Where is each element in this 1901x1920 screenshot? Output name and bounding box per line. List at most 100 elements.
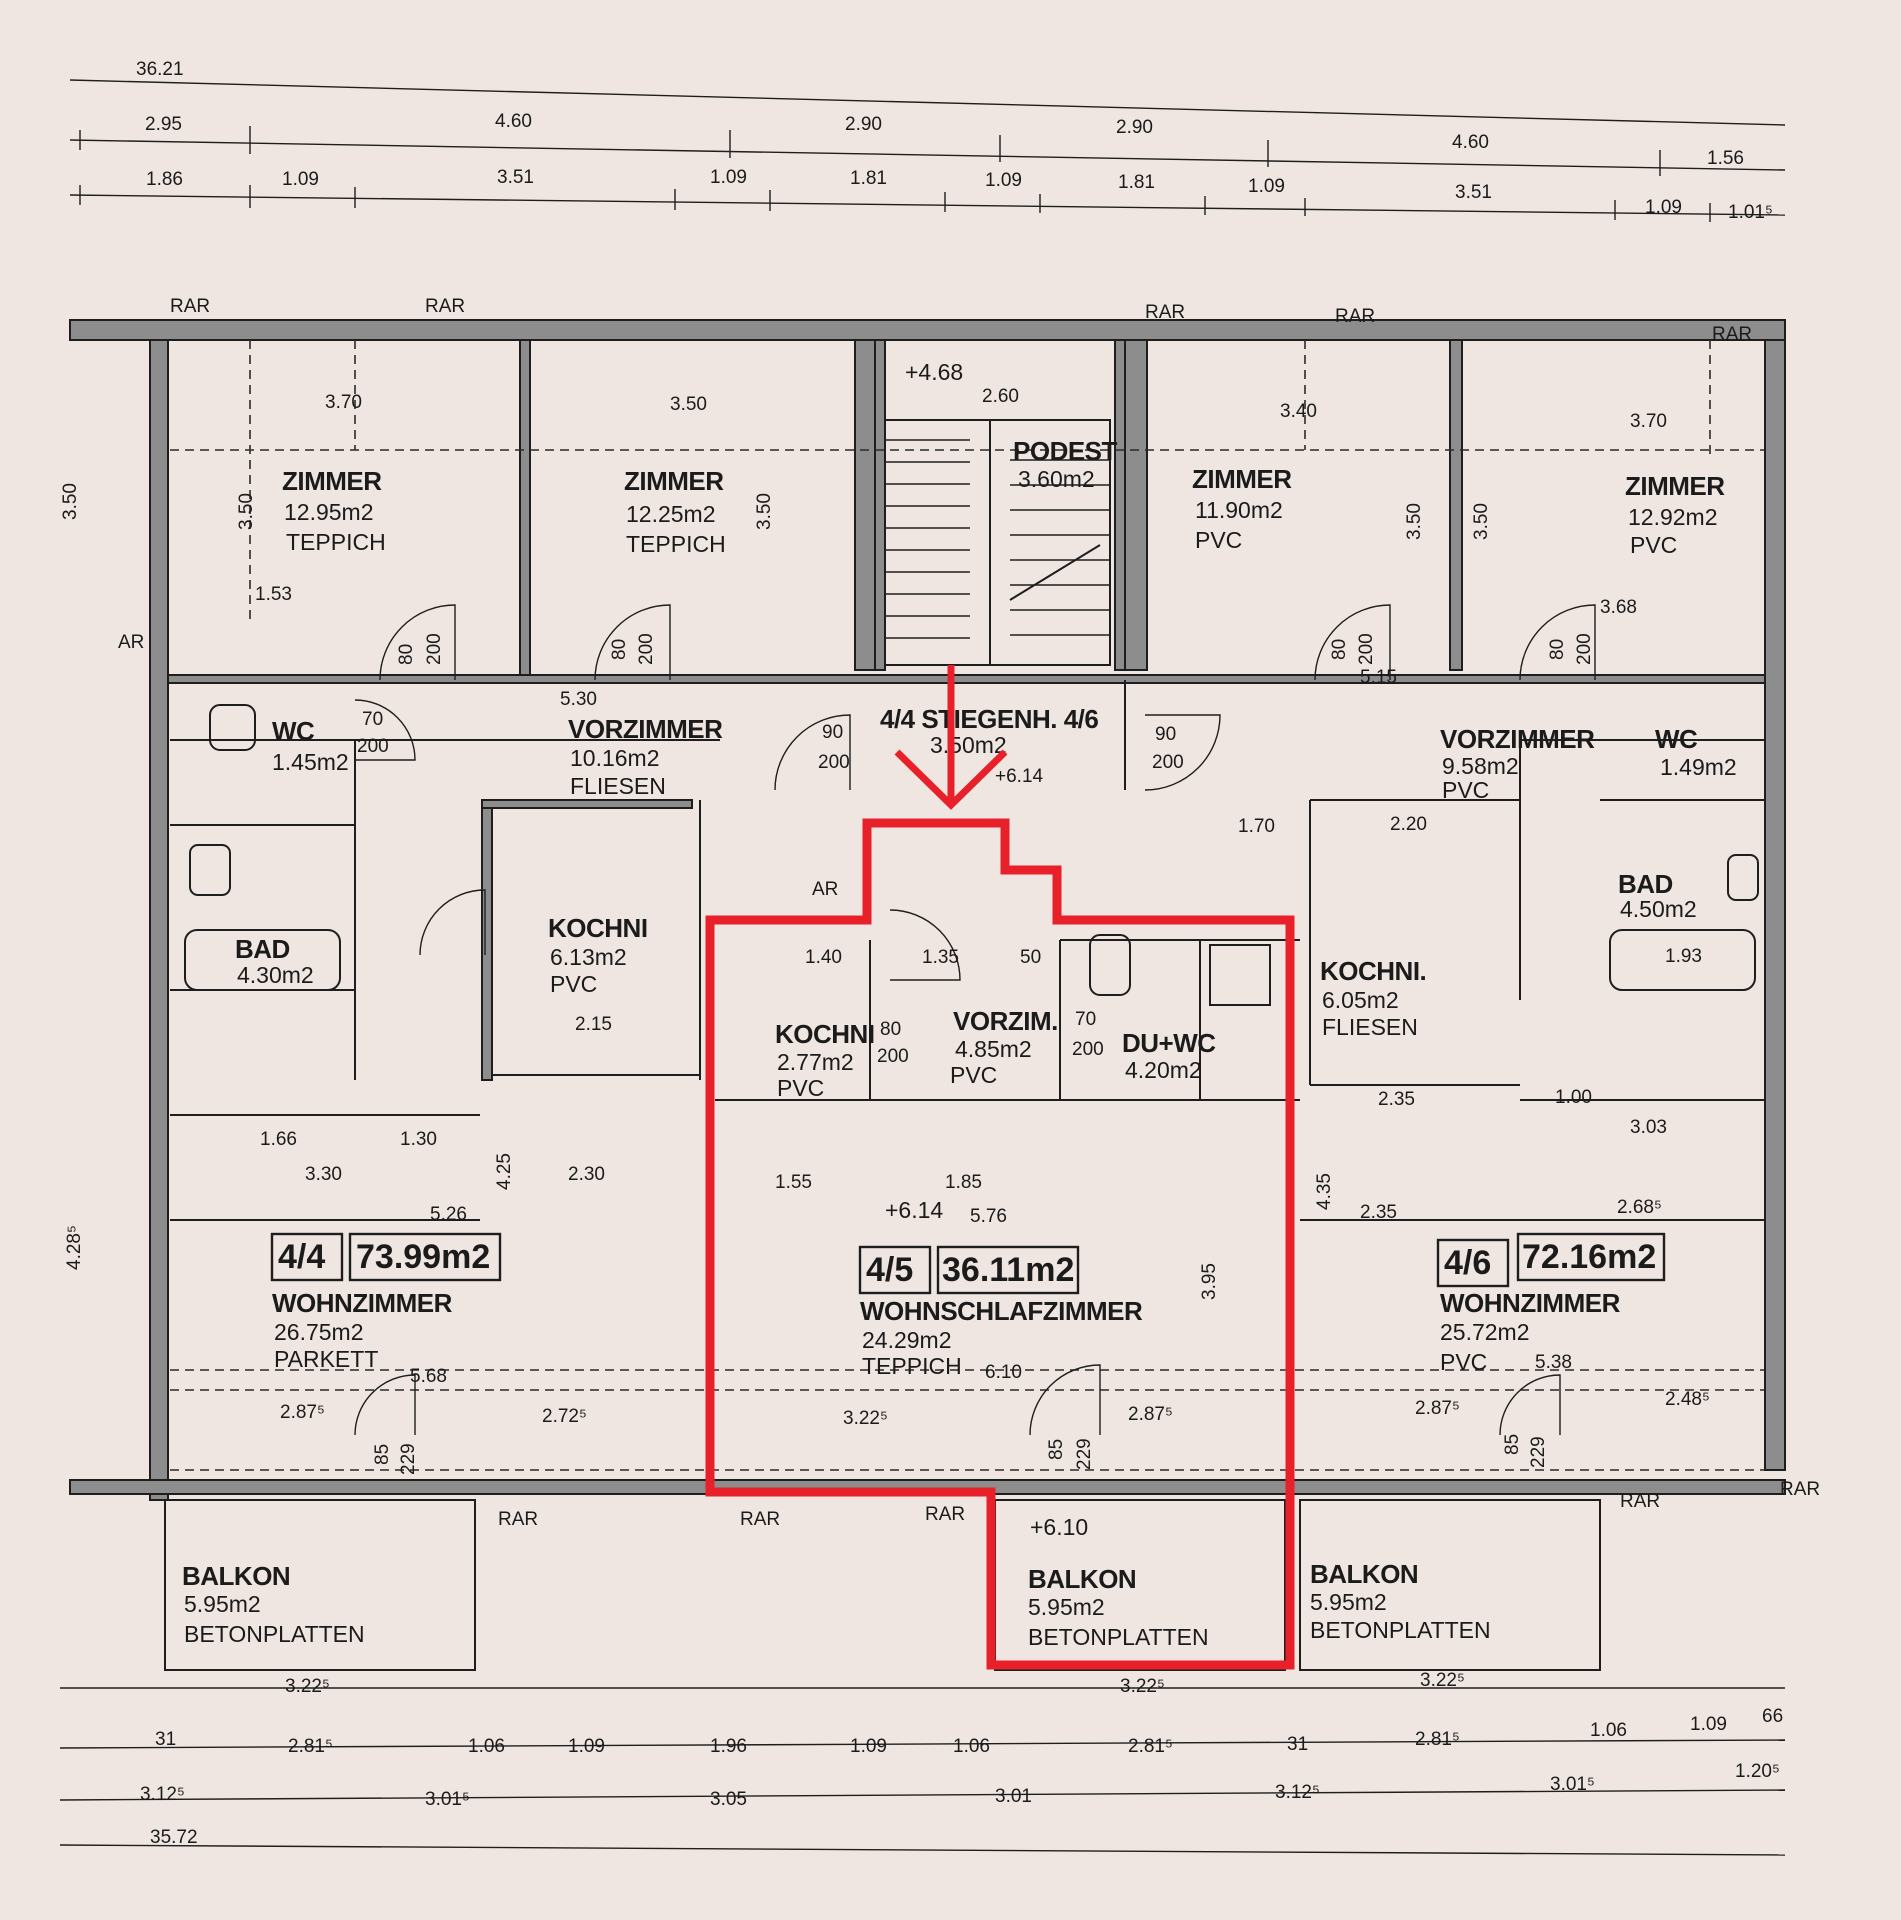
svg-text:1.53: 1.53 [255, 584, 292, 605]
svg-text:200: 200 [1356, 633, 1377, 665]
svg-text:1.85: 1.85 [945, 1172, 982, 1193]
svg-text:WC: WC [272, 716, 315, 746]
room-kochni-left: KOCHNI 6.13m2 PVC [548, 913, 648, 997]
svg-text:200: 200 [424, 633, 445, 665]
svg-text:1.09: 1.09 [850, 1736, 887, 1757]
svg-text:KOCHNI.: KOCHNI. [1320, 956, 1426, 986]
svg-text:KOCHNI: KOCHNI [775, 1019, 875, 1049]
rar-marker: RAR [1712, 324, 1752, 345]
svg-text:3.01: 3.01 [995, 1786, 1032, 1807]
svg-text:85: 85 [1502, 1434, 1523, 1455]
unit-right-total: 72.16m2 [1522, 1238, 1656, 1276]
ar-marker: AR [812, 879, 838, 900]
svg-text:ZIMMER: ZIMMER [282, 466, 382, 496]
svg-text:2.68⁵: 2.68⁵ [1617, 1197, 1662, 1218]
room-kochni-mid: KOCHNI 2.77m2 PVC [775, 1019, 875, 1101]
dim-top-row2-3: 1.09 [710, 167, 747, 188]
room-zimmer1: ZIMMER 12.95m2 TEPPICH [282, 466, 386, 555]
walls [69, 319, 1786, 1501]
svg-text:200: 200 [636, 633, 657, 665]
svg-text:200: 200 [357, 736, 389, 757]
svg-text:12.92m2: 12.92m2 [1628, 504, 1718, 530]
svg-text:WOHNZIMMER: WOHNZIMMER [1440, 1288, 1621, 1318]
svg-text:2.87⁵: 2.87⁵ [1415, 1398, 1460, 1419]
svg-text:5.95m2: 5.95m2 [184, 1591, 261, 1617]
svg-text:3.05: 3.05 [710, 1789, 747, 1810]
svg-text:2.81⁵: 2.81⁵ [1415, 1729, 1460, 1750]
svg-text:5.95m2: 5.95m2 [1310, 1589, 1387, 1615]
svg-text:85: 85 [1046, 1439, 1067, 1460]
svg-text:70: 70 [1075, 1009, 1096, 1030]
svg-text:PVC: PVC [1442, 777, 1489, 803]
balcony-width-right: 3.22⁵ [1420, 1670, 1465, 1691]
svg-text:1.30: 1.30 [400, 1129, 437, 1150]
svg-text:3.01⁵: 3.01⁵ [1550, 1774, 1595, 1795]
svg-text:66: 66 [1762, 1706, 1783, 1727]
room-vorzimmer-right: VORZIMMER 9.58m2 PVC [1440, 724, 1596, 803]
svg-text:1.06: 1.06 [953, 1736, 990, 1757]
door-dimension-labels: 80 200 80 200 80 200 80 200 90 200 90 20… [357, 633, 1595, 1475]
svg-text:3.01⁵: 3.01⁵ [425, 1789, 470, 1810]
dim-top-row1-4: 4.60 [1452, 132, 1489, 153]
unit-mid-id: 4/5 [866, 1251, 913, 1289]
svg-text:3.50m2: 3.50m2 [930, 732, 1007, 758]
svg-text:5.38: 5.38 [1535, 1352, 1572, 1373]
toilet-mid [1089, 934, 1131, 996]
svg-text:3.30: 3.30 [305, 1164, 342, 1185]
svg-text:3.50: 3.50 [670, 394, 707, 415]
room-vorzim-mid: VORZIM. 4.85m2 PVC [950, 1006, 1058, 1088]
rar-marker: RAR [1620, 1491, 1660, 1512]
svg-text:5.95m2: 5.95m2 [1028, 1594, 1105, 1620]
level-mid: +6.14 [885, 1197, 943, 1223]
svg-text:1.20⁵: 1.20⁵ [1735, 1761, 1780, 1782]
svg-text:80: 80 [609, 639, 630, 660]
svg-text:3.22⁵: 3.22⁵ [843, 1408, 888, 1429]
svg-text:4.50m2: 4.50m2 [1620, 896, 1697, 922]
svg-text:5.76: 5.76 [970, 1206, 1007, 1227]
svg-text:6.13m2: 6.13m2 [550, 944, 627, 970]
room-wohn-left: WOHNZIMMER 26.75m2 PARKETT [272, 1288, 453, 1372]
svg-text:5.26: 5.26 [430, 1204, 467, 1225]
dim-top-row2-1: 1.09 [282, 169, 319, 190]
svg-text:50: 50 [1020, 947, 1041, 968]
svg-text:1.09: 1.09 [568, 1736, 605, 1757]
dim-top-row1-2: 2.90 [845, 114, 882, 135]
fixtures [184, 704, 1759, 1006]
svg-text:1.40: 1.40 [805, 947, 842, 968]
svg-text:1.49m2: 1.49m2 [1660, 754, 1737, 780]
dim-top-row2-8: 3.51 [1455, 182, 1492, 203]
svg-text:1.96: 1.96 [710, 1736, 747, 1757]
svg-text:4.85m2: 4.85m2 [955, 1036, 1032, 1062]
svg-text:BAD: BAD [235, 934, 290, 964]
svg-text:PVC: PVC [950, 1062, 997, 1088]
dim-top-row2-10: 1.01⁵ [1728, 202, 1773, 223]
svg-text:12.25m2: 12.25m2 [626, 501, 716, 527]
room-zimmer3: ZIMMER 11.90m2 PVC [1192, 464, 1293, 553]
top-dimension-chain: 36.21 2.95 4.60 2.90 2.90 4.60 1.56 1.86… [69, 59, 1786, 223]
svg-text:PARKETT: PARKETT [274, 1346, 378, 1372]
svg-text:PVC: PVC [550, 971, 597, 997]
svg-text:3.12⁵: 3.12⁵ [140, 1784, 185, 1805]
svg-text:3.40: 3.40 [1280, 401, 1317, 422]
room-bad-right: BAD 4.50m2 [1618, 869, 1697, 922]
svg-text:2.81⁵: 2.81⁵ [1128, 1736, 1173, 1757]
rar-marker: RAR [170, 296, 210, 317]
room-wc-right: WC 1.49m2 [1655, 724, 1737, 780]
room-wohn-mid: WOHNSCHLAFZIMMER 24.29m2 TEPPICH [860, 1296, 1144, 1379]
svg-text:90: 90 [1155, 724, 1176, 745]
highlight-arrow-head [894, 749, 1008, 810]
room-kochni-right: KOCHNI. 6.05m2 FLIESEN [1320, 956, 1427, 1040]
room-balkon-mid: BALKON 5.95m2 BETONPLATTEN [1028, 1564, 1209, 1650]
dim-top-row1-0: 2.95 [145, 114, 182, 135]
svg-text:ZIMMER: ZIMMER [624, 466, 724, 496]
side-dimensions: 3.50 3.50 3.50 3.50 3.50 4.28⁵ 3.95 4.25… [60, 386, 1710, 1429]
svg-text:6.10: 6.10 [985, 1362, 1022, 1383]
unit-mid-total: 36.11m2 [942, 1251, 1074, 1289]
svg-text:3.50: 3.50 [236, 493, 257, 530]
room-stiegenhaus: 4/4 STIEGENH. 4/6 3.50m2 [880, 704, 1099, 758]
svg-text:80: 80 [396, 644, 417, 665]
dim-top-row2-9: 1.09 [1645, 197, 1682, 218]
svg-text:BALKON: BALKON [1310, 1559, 1418, 1589]
sink-left [189, 844, 231, 896]
